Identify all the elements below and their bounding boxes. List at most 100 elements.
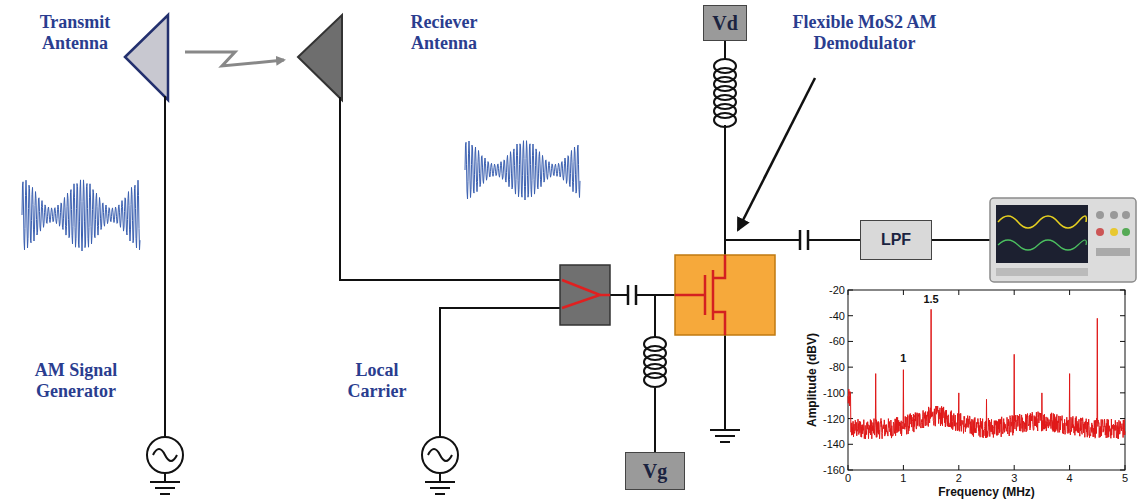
tick-label: 0 (845, 472, 851, 484)
drawing-part (428, 449, 452, 461)
drawing-part (1069, 465, 1070, 470)
drawing-part (713, 312, 725, 335)
drawing-part (808, 239, 860, 241)
drawing-part (1096, 248, 1130, 256)
drawing-part (654, 388, 656, 452)
drawing-part (1122, 228, 1130, 236)
tick-label: -120 (823, 413, 845, 425)
drawing-part (155, 487, 175, 489)
drawing-part (807, 230, 810, 250)
axis-title: Amplitude (dBV) (805, 333, 819, 427)
drawing-part (848, 315, 853, 316)
drawing-part (704, 275, 707, 315)
drawing-part (1122, 211, 1130, 219)
antenna-label: Reciever Antenna (388, 12, 500, 53)
drawing-part (724, 41, 726, 60)
drawing-part (848, 290, 853, 291)
tick-label: -40 (829, 310, 845, 322)
drawing-part (903, 290, 904, 295)
voltage-box: LPF (860, 220, 932, 260)
drawing-part (848, 444, 853, 445)
drawing-part (1120, 470, 1125, 471)
voltage-box: Vg (625, 452, 685, 490)
drawing-part (439, 473, 441, 482)
box-label: Vg (643, 460, 667, 483)
drawing-part (675, 294, 705, 297)
signal-source-symbol (147, 437, 458, 473)
drawing-part (1069, 290, 1070, 295)
inductor-symbol (644, 59, 736, 387)
drawing-part (600, 294, 610, 297)
drawing-part (1014, 465, 1015, 470)
device-label: Flexible MoS2 AM Demodulator (792, 12, 937, 53)
drawing-part (1125, 465, 1126, 470)
drawing-part (724, 335, 726, 430)
drawing-part (1120, 341, 1125, 342)
am-waveform (22, 180, 140, 251)
drawing-part (799, 230, 802, 250)
drawing-part (848, 290, 1125, 470)
peak-label: 1.5 (923, 293, 938, 305)
drawing-part (435, 493, 445, 495)
drawing-part (675, 255, 775, 335)
drawing-part (998, 240, 1086, 250)
drawing-part (147, 437, 183, 473)
peak-label: 1 (900, 352, 906, 364)
drawing-part (164, 96, 166, 437)
transmit-antenna (125, 15, 168, 100)
drawing-part (654, 295, 656, 338)
drawing-part (422, 437, 458, 473)
drawing-part (958, 290, 959, 295)
tick-label: -160 (823, 464, 845, 476)
source-label: Local Carrier (340, 360, 414, 401)
drawing-part (724, 125, 726, 255)
am-waveform (465, 141, 580, 200)
drawing-part (1125, 290, 1126, 295)
drawing-part (903, 465, 904, 470)
tick-label: -60 (829, 335, 845, 347)
drawing-part (425, 481, 455, 483)
drawing-part (562, 280, 600, 308)
inductor-turn (714, 113, 736, 127)
drawing-part (1120, 418, 1125, 419)
tick-label: -100 (823, 387, 845, 399)
drawing-part (164, 473, 166, 482)
ground-symbol (150, 430, 740, 494)
drawing-part (848, 309, 1125, 439)
tick-label: -80 (829, 361, 845, 373)
callout-arrow (738, 78, 815, 230)
drawing-part (430, 487, 450, 489)
tick-label: 5 (1122, 472, 1128, 484)
drawing-part (1120, 367, 1125, 368)
drawing-part (720, 441, 730, 443)
mos2-transistor (675, 255, 775, 335)
inductor-turn (644, 373, 666, 387)
drawing-part (1120, 290, 1125, 291)
voltage-box: Vd (703, 5, 747, 41)
drawing-part (996, 205, 1088, 263)
drawing-part (560, 265, 610, 325)
axis-title: Frequency (MHz) (938, 485, 1035, 499)
drawing-part (1120, 444, 1125, 445)
drawing-part (150, 481, 180, 483)
drawing-part (848, 290, 849, 295)
drawing-part (340, 97, 560, 280)
box-label: LPF (881, 231, 911, 249)
drawing-part (160, 493, 170, 495)
wireless-link-arrow (185, 52, 284, 66)
drawing-part (932, 239, 990, 241)
drawing-part (848, 341, 853, 342)
oscilloscope-icon (990, 198, 1136, 282)
tick-label: -140 (823, 438, 845, 450)
drawing-part (610, 294, 628, 296)
drawing-part (998, 216, 1086, 228)
drawing-part (1096, 211, 1104, 219)
mixer-block (560, 265, 610, 325)
drawing-part (848, 465, 849, 470)
drawing-part (710, 429, 740, 431)
source-label: AM Signal Generator (20, 360, 132, 401)
drawing-part (675, 255, 725, 335)
box-label: Vd (712, 12, 738, 35)
spectrum-plot (848, 290, 1125, 470)
